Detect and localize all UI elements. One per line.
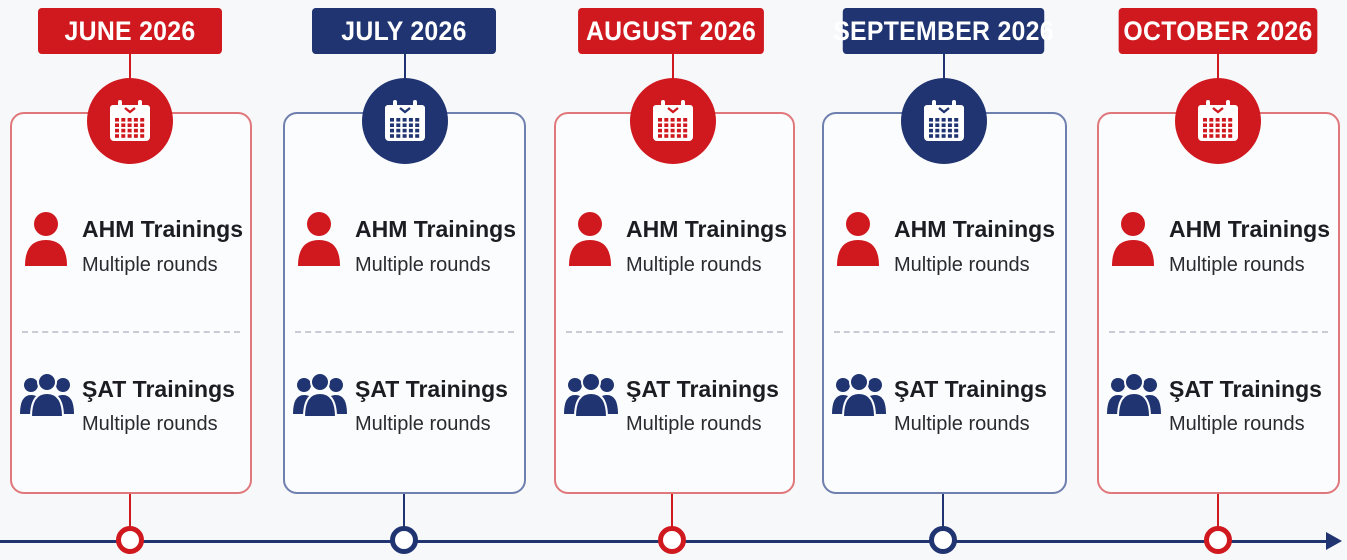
sat-subtitle: Multiple rounds (82, 413, 218, 435)
month-card (554, 112, 795, 494)
timeline-node (390, 526, 418, 554)
ahm-subtitle: Multiple rounds (894, 254, 1030, 276)
sat-subtitle: Multiple rounds (894, 413, 1030, 435)
person-icon (1110, 210, 1156, 273)
calendar-icon (87, 78, 173, 164)
month-badge: SEPTEMBER 2026 (833, 8, 1054, 54)
ahm-subtitle: Multiple rounds (355, 254, 491, 276)
sat-title: ŞAT Trainings (894, 376, 1047, 402)
month-badge: OCTOBER 2026 (1118, 8, 1318, 54)
timeline-node (929, 526, 957, 554)
axis-connector (671, 494, 673, 528)
section-divider (22, 331, 240, 333)
person-icon (567, 210, 613, 273)
ahm-title: AHM Trainings (1169, 216, 1331, 242)
group-icon (563, 372, 619, 423)
badge-connector (129, 54, 131, 82)
ahm-subtitle: Multiple rounds (82, 254, 218, 276)
section-divider (566, 331, 783, 333)
group-icon (831, 372, 887, 423)
sat-subtitle: Multiple rounds (355, 413, 491, 435)
person-icon (835, 210, 881, 273)
ahm-title: AHM Trainings (82, 216, 244, 242)
month-card (283, 112, 526, 494)
month-card (1097, 112, 1340, 494)
ahm-subtitle: Multiple rounds (1169, 254, 1305, 276)
timeline-node (658, 526, 686, 554)
axis-connector (1217, 494, 1219, 528)
calendar-icon (1175, 78, 1261, 164)
ahm-subtitle: Multiple rounds (626, 254, 762, 276)
ahm-title: AHM Trainings (355, 216, 517, 242)
calendar-icon (362, 78, 448, 164)
sat-subtitle: Multiple rounds (1169, 413, 1305, 435)
month-card (822, 112, 1067, 494)
timeline-node (1204, 526, 1232, 554)
axis-connector (403, 494, 405, 528)
group-icon (19, 372, 75, 423)
ahm-title: AHM Trainings (626, 216, 788, 242)
sat-title: ŞAT Trainings (355, 376, 508, 402)
month-badge: AUGUST 2026 (578, 8, 764, 54)
sat-subtitle: Multiple rounds (626, 413, 762, 435)
group-icon (292, 372, 348, 423)
calendar-icon (901, 78, 987, 164)
section-divider (834, 331, 1055, 333)
arrow-right-icon (1326, 532, 1342, 550)
person-icon (296, 210, 342, 273)
sat-title: ŞAT Trainings (82, 376, 235, 402)
badge-connector (943, 54, 945, 82)
group-icon (1106, 372, 1162, 423)
section-divider (295, 331, 514, 333)
axis-connector (129, 494, 131, 528)
badge-connector (1217, 54, 1219, 82)
sat-title: ŞAT Trainings (1169, 376, 1322, 402)
section-divider (1109, 331, 1328, 333)
month-card (10, 112, 252, 494)
sat-title: ŞAT Trainings (626, 376, 779, 402)
badge-connector (404, 54, 406, 82)
month-badge: JUNE 2026 (38, 8, 222, 54)
badge-connector (672, 54, 674, 82)
ahm-title: AHM Trainings (894, 216, 1056, 242)
axis-connector (942, 494, 944, 528)
calendar-icon (630, 78, 716, 164)
month-badge: JULY 2026 (312, 8, 496, 54)
timeline-node (116, 526, 144, 554)
person-icon (23, 210, 69, 273)
